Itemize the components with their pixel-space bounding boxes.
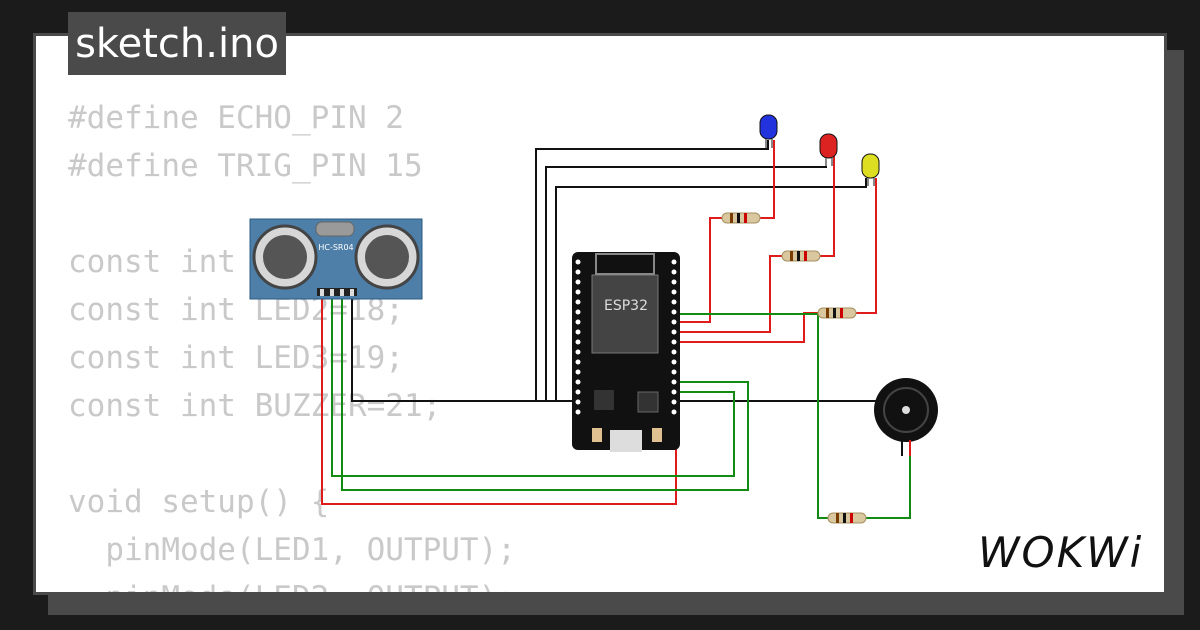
- sensor-label: HC-SR04: [318, 243, 353, 252]
- esp32-board[interactable]: ESP32: [572, 252, 680, 452]
- resistor-1[interactable]: [721, 212, 761, 224]
- resistor-2[interactable]: [781, 250, 821, 262]
- code-line: const int BUZZER=21;: [68, 388, 442, 424]
- resistor-3[interactable]: [817, 307, 857, 319]
- code-line: #define ECHO_PIN 2: [68, 100, 404, 136]
- file-tab[interactable]: sketch.ino: [68, 12, 286, 75]
- green-wires: [331, 296, 911, 519]
- code-line: #define TRIG_PIN 15: [68, 148, 423, 184]
- red-wires: [321, 140, 877, 505]
- led-yellow[interactable]: [861, 153, 880, 186]
- mcu-label: ESP32: [604, 298, 648, 314]
- buzzer[interactable]: [874, 378, 938, 456]
- black-wires: [351, 140, 906, 402]
- code-line: void setup() {: [68, 484, 330, 520]
- code-line: pinMode(LED1, OUTPUT);: [68, 532, 516, 568]
- code-line: pinMode(LED2, OUTPUT);: [68, 574, 516, 592]
- resistor-4[interactable]: [827, 512, 867, 524]
- code-preview: #define ECHO_PIN 2 #define TRIG_PIN 15 co…: [68, 94, 516, 592]
- ultrasonic-sensor[interactable]: HC-SR04: [249, 218, 423, 300]
- esp32-pin-holes: [575, 259, 677, 415]
- wokwi-logo: WOKWi: [978, 528, 1144, 577]
- led-blue[interactable]: [759, 114, 778, 148]
- code-line: const int LED3=19;: [68, 340, 404, 376]
- led-red[interactable]: [819, 133, 838, 166]
